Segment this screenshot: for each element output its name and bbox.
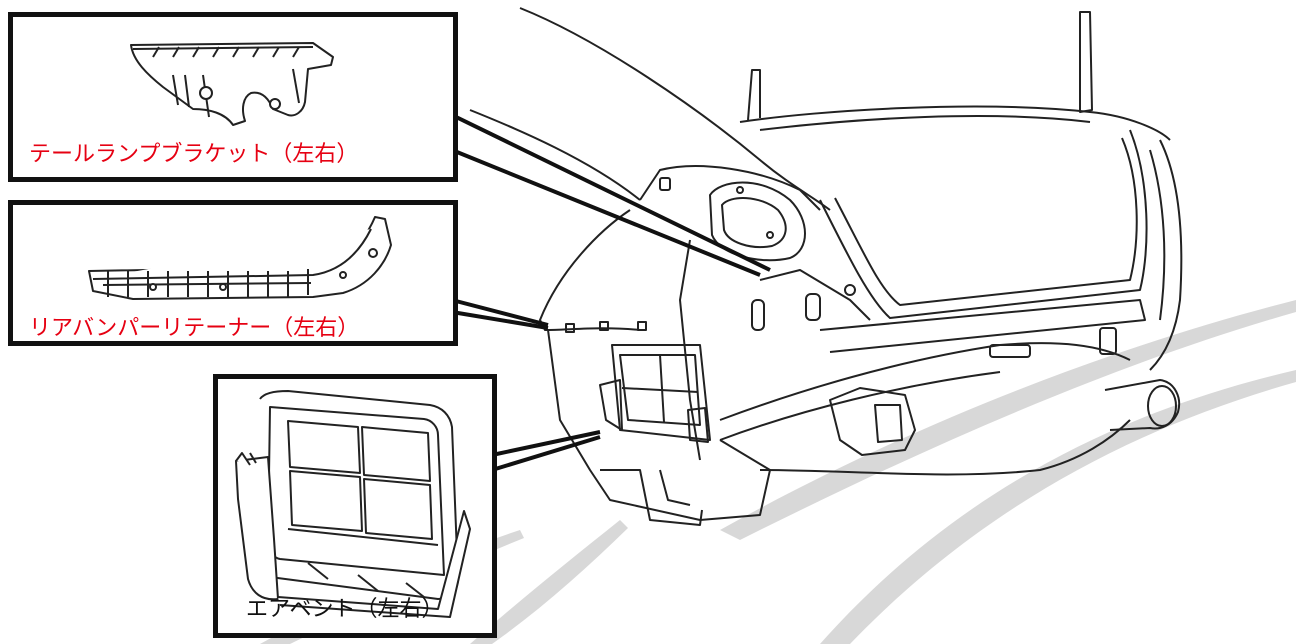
- leader-tail-lamp-bracket-2: [451, 148, 761, 277]
- rear-bumper-retainer-part-icon: [88, 216, 392, 300]
- callout-label-air-vent: エアベント（左右）: [246, 597, 444, 622]
- leader-rear-bumper-retainer: [451, 298, 549, 327]
- tail-lamp-bracket-part-icon: [130, 42, 334, 126]
- leader-lines: [451, 113, 771, 472]
- callout-tail-lamp-bracket: テールランプブラケット（左右）: [8, 12, 458, 182]
- car-body: [469, 7, 1183, 526]
- callout-label-rear-bumper-retainer: リアバンパーリテーナー（左右）: [29, 316, 360, 341]
- leader-rear-bumper-retainer-2: [451, 310, 549, 330]
- callout-rear-bumper-retainer: リアバンパーリテーナー（左右）: [8, 200, 458, 346]
- leader-air-vent: [491, 430, 601, 457]
- leader-air-vent-2: [491, 435, 601, 472]
- air-vent-part-icon: [235, 390, 471, 618]
- leader-tail-lamp-bracket: [451, 113, 771, 272]
- callout-air-vent: エアベント（左右）: [213, 374, 497, 638]
- callout-label-tail-lamp-bracket: テールランプブラケット（左右）: [29, 142, 359, 167]
